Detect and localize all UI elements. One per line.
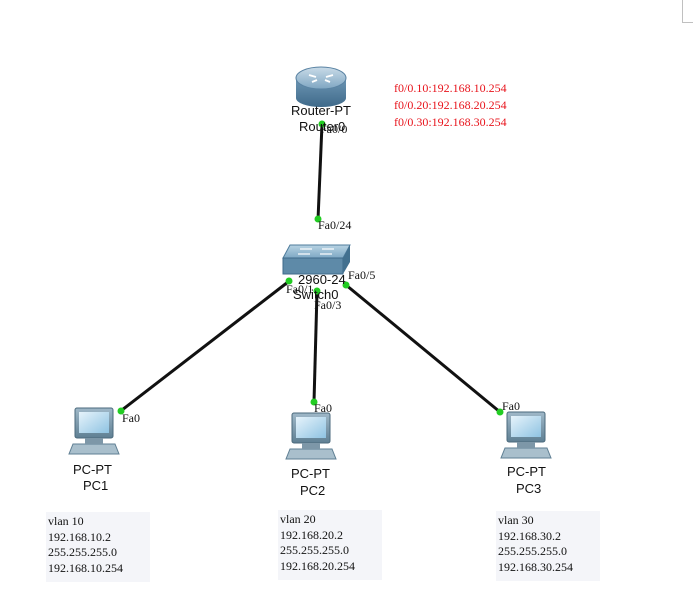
switch-type-label: 2960-24 (298, 272, 346, 287)
pc2-config-box: vlan 20 192.168.20.2 255.255.255.0 192.1… (278, 510, 382, 580)
pc1-name-label: PC1 (83, 478, 109, 493)
link-up-indicator (342, 281, 350, 289)
link-up-indicator (314, 215, 322, 223)
link-up-indicator (313, 287, 321, 295)
link-up-indicator (285, 277, 293, 285)
pc-icon[interactable] (68, 407, 120, 455)
link-up-indicator (310, 398, 318, 406)
pc3-config-box: vlan 30 192.168.30.2 255.255.255.0 192.1… (496, 511, 600, 581)
switch-uplink-port-label: Fa0/24 (318, 218, 352, 232)
link-switch-pc2[interactable] (312, 291, 319, 403)
switch-port-pc1-label: Fa0/1 (286, 282, 314, 296)
pc-icon[interactable] (500, 411, 552, 459)
link-switch-pc1[interactable] (121, 280, 289, 412)
link-switch-pc3[interactable] (345, 283, 501, 414)
pc1-vlan: vlan 10 (48, 514, 84, 528)
pc1-config-box: vlan 10 192.168.10.2 255.255.255.0 192.1… (46, 512, 150, 582)
pc3-vlan: vlan 30 (498, 513, 534, 527)
subinterface-line: f0/0.20:192.168.20.254 (394, 98, 507, 112)
pc2-vlan: vlan 20 (280, 512, 316, 526)
switch-icon[interactable] (282, 244, 351, 275)
window-corner-edge (682, 0, 693, 23)
router-name-label: Router0 (299, 119, 346, 134)
pc2-port-label: Fa0 (314, 401, 332, 415)
pc2-gateway: 192.168.20.254 (280, 558, 355, 573)
pc-icon[interactable] (285, 412, 337, 460)
links (121, 123, 501, 414)
pc1-ip: 192.168.10.2 (48, 529, 111, 544)
pc1-mask: 255.255.255.0 (48, 545, 117, 559)
router-port-label: Fa0/0 (320, 122, 348, 136)
router-icon[interactable] (295, 66, 347, 107)
pc2-ip: 192.168.20.2 (280, 527, 343, 542)
subinterface-line: f0/0.10:192.168.10.254 (394, 81, 507, 95)
pc3-name-label: PC3 (516, 481, 542, 496)
link-up-indicator (117, 407, 125, 415)
switch-port-pc2-label: Fa0/3 (314, 298, 342, 312)
link-up-indicator (496, 408, 504, 416)
switch-name-label: Switch0 (293, 287, 339, 302)
pc3-ip: 192.168.30.2 (498, 528, 561, 543)
router-type-label: Router-PT (291, 103, 351, 118)
link-status-lights (117, 120, 504, 416)
pc3-type-label: PC-PT (507, 464, 546, 479)
pc1-port-label: Fa0 (122, 411, 140, 425)
pc2-name-label: PC2 (300, 483, 326, 498)
switch-port-pc3-label: Fa0/5 (348, 268, 376, 282)
subinterface-line: f0/0.30:192.168.30.254 (394, 115, 507, 129)
pc3-gateway: 192.168.30.254 (498, 559, 573, 574)
pc3-mask: 255.255.255.0 (498, 544, 567, 558)
pc2-mask: 255.255.255.0 (280, 543, 349, 557)
link-up-indicator (318, 120, 326, 128)
pc1-type-label: PC-PT (73, 462, 112, 477)
pc3-port-label: Fa0 (502, 399, 520, 413)
pc2-type-label: PC-PT (291, 466, 330, 481)
pc1-gateway: 192.168.10.254 (48, 560, 123, 575)
link-router-switch[interactable] (316, 123, 324, 221)
subinterface-annotation: f0/0.10:192.168.10.254 f0/0.20:192.168.2… (394, 80, 507, 131)
